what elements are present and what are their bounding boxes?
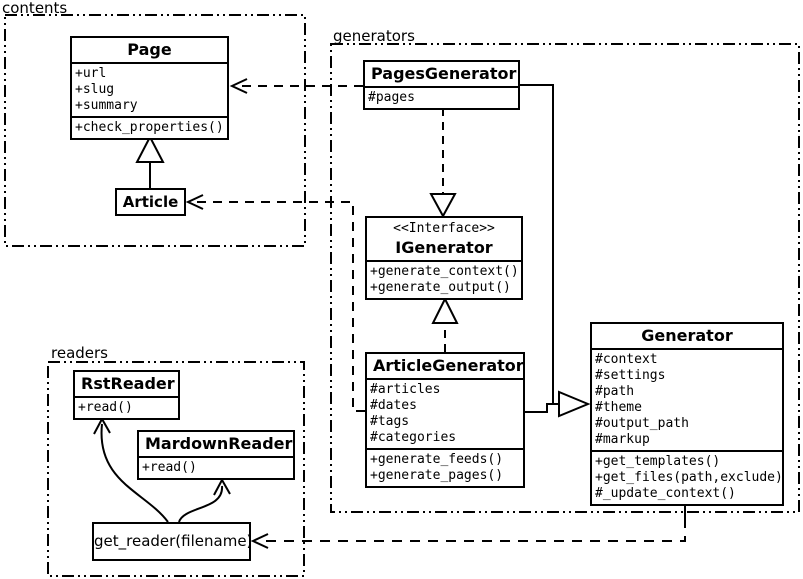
- generator-to-getreader-arrowhead: [250, 533, 269, 549]
- getreader-to-mardownreader-curve: [178, 485, 224, 523]
- attribute: +url: [75, 66, 107, 81]
- class-igenerator: <<Interface>> IGenerator +generate_conte…: [365, 216, 523, 300]
- pagesgenerator-to-generator-line: [520, 84, 559, 405]
- class-articlegenerator-title: ArticleGenerator: [373, 356, 524, 375]
- generators-package-label: generators: [333, 27, 415, 45]
- class-generator-title: Generator: [641, 326, 733, 345]
- class-rstreader-title: RstReader: [81, 374, 175, 393]
- getreader-to-rstreader-curve: [100, 423, 169, 523]
- generators-package-border: [330, 43, 800, 513]
- article-to-page-inheritance-triangle: [135, 134, 165, 163]
- class-articlegenerator: ArticleGenerator #articles #dates #tags …: [365, 352, 525, 488]
- class-articlegenerator-attributes: #articles #dates #tags #categories: [367, 378, 523, 448]
- method: +generate_output(): [370, 280, 511, 295]
- class-page-attributes: +url +slug +summary: [72, 62, 227, 116]
- attribute: +slug: [75, 82, 115, 97]
- generator-inheritance-triangle: [558, 390, 591, 418]
- class-pagesgenerator-attributes: #pages: [365, 86, 518, 108]
- class-pagesgenerator-title: PagesGenerator: [371, 64, 517, 83]
- class-igenerator-title: IGenerator: [395, 238, 493, 257]
- class-pagesgenerator: PagesGenerator #pages: [363, 60, 520, 110]
- method: +get_templates(): [595, 454, 721, 469]
- class-article-title: Article: [122, 193, 179, 211]
- class-igenerator-methods: +generate_context() +generate_output(): [367, 260, 521, 298]
- attribute: #path: [595, 384, 635, 399]
- articlegenerator-to-article-arrowhead: [185, 194, 204, 210]
- class-igenerator-stereotype: <<Interface>>: [393, 221, 495, 236]
- attribute: +summary: [75, 98, 138, 113]
- method: +generate_feeds(): [370, 452, 504, 467]
- method: +get_files(path,exclude): [595, 470, 783, 485]
- attribute: #context: [595, 352, 658, 367]
- attribute: #articles: [370, 382, 441, 397]
- attribute: #markup: [595, 432, 650, 447]
- class-rstreader-methods: +read(): [75, 396, 178, 418]
- class-mardownreader: MardownReader +read(): [137, 430, 295, 480]
- generator-to-getreader-dashed-line: [260, 518, 686, 542]
- readers-package-border: [47, 361, 305, 577]
- class-generator: Generator #context #settings #path #them…: [590, 322, 784, 506]
- articlegenerator-to-article-dashed-line: [194, 201, 365, 412]
- class-mardownreader-title: MardownReader: [145, 434, 293, 453]
- getreader-to-mardownreader-arrowhead: [213, 477, 231, 496]
- readers-package-label: readers: [51, 344, 108, 362]
- articlegenerator-to-igenerator-realization-triangle: [431, 296, 459, 324]
- class-article: Article: [115, 188, 186, 216]
- method: +generate_context(): [370, 264, 519, 279]
- attribute: #theme: [595, 400, 642, 415]
- contents-package-label: contents: [2, 0, 68, 17]
- class-page: Page +url +slug +summary +check_properti…: [70, 36, 229, 140]
- class-mardownreader-methods: +read(): [139, 456, 293, 478]
- contents-package-border: [4, 14, 306, 247]
- method: +read(): [142, 460, 197, 475]
- pagesgenerator-to-page-arrowhead: [229, 78, 248, 94]
- method: +check_properties(): [75, 120, 224, 135]
- attribute: #categories: [370, 430, 457, 445]
- class-rstreader: RstReader +read(): [73, 370, 180, 420]
- articlegenerator-to-generator-line: [525, 403, 553, 413]
- class-articlegenerator-methods: +generate_feeds() +generate_pages(): [367, 448, 523, 486]
- class-generator-methods: +get_templates() +get_files(path,exclude…: [592, 450, 783, 504]
- method: +generate_pages(): [370, 468, 504, 483]
- method: +read(): [78, 400, 133, 415]
- class-page-title: Page: [127, 40, 172, 59]
- attribute: #tags: [370, 414, 410, 429]
- attribute: #output_path: [595, 416, 689, 431]
- class-page-methods: +check_properties(): [72, 116, 227, 138]
- method: #_update_context(): [595, 486, 736, 501]
- class-generator-attributes: #context #settings #path #theme #output_…: [592, 348, 782, 450]
- attribute: #settings: [595, 368, 666, 383]
- attribute: #pages: [368, 90, 415, 105]
- get-reader-box: get_reader(filename): [92, 522, 252, 561]
- attribute: #dates: [370, 398, 417, 413]
- pagesgenerator-to-igenerator-realization-triangle: [429, 193, 457, 219]
